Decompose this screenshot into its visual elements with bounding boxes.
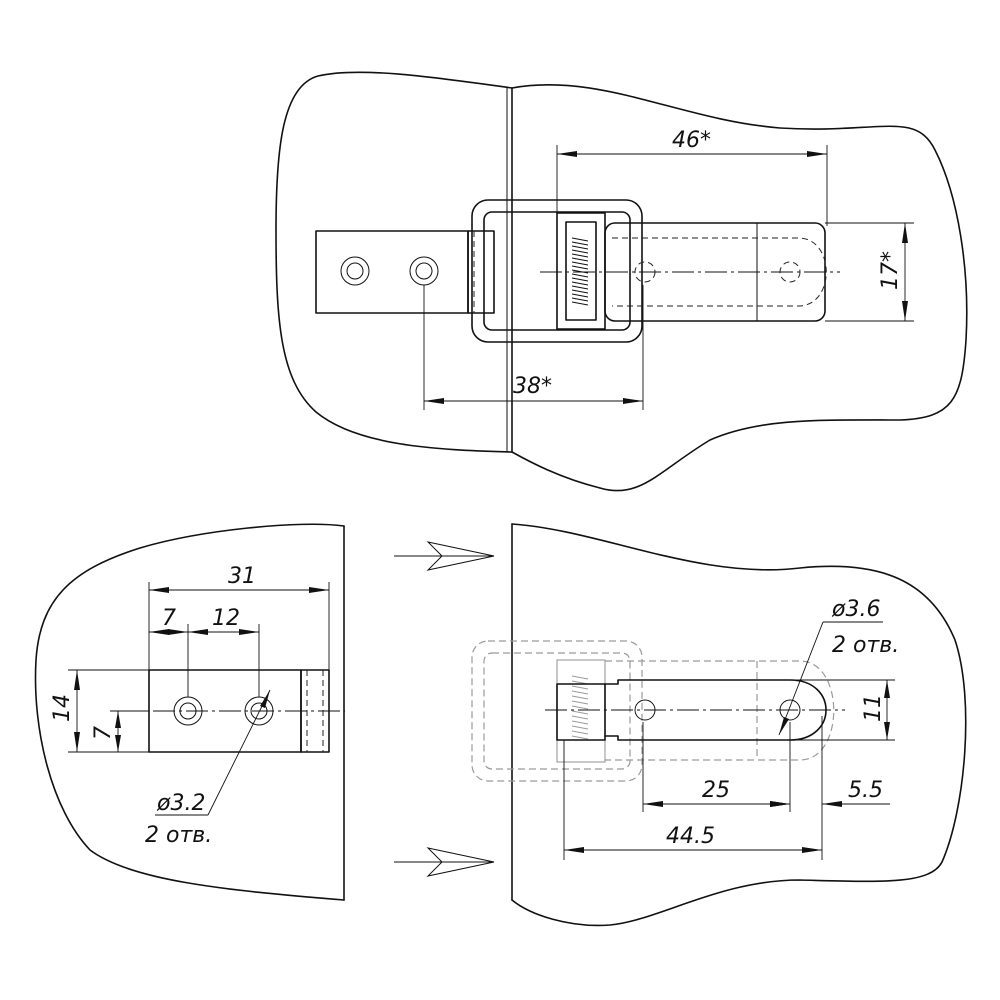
ghost-wire-bail	[471, 640, 643, 782]
latch-panel-break-outline	[511, 523, 967, 927]
direction-arrow-upper	[394, 541, 495, 571]
assembled-view: 46* 17* 38*	[275, 71, 968, 492]
latch-body-outline	[556, 683, 606, 741]
dimension-7-vertical-label: 7	[91, 726, 116, 740]
latch-base	[556, 212, 606, 330]
left-panel-break-outline	[275, 71, 513, 453]
spring-coil	[571, 237, 589, 306]
latch-hole-count: 2 отв.	[832, 633, 899, 658]
strike-panel-break-outline	[34, 523, 345, 901]
hole-leader-2	[778, 621, 824, 736]
dimension-7-label: 7	[162, 606, 176, 631]
right-panel-break-outline	[511, 84, 968, 492]
strike-hook	[467, 230, 495, 314]
strike-hole-1	[340, 256, 370, 286]
dimension-38-label: 38*	[513, 374, 552, 399]
strike-hole-count: 2 отв.	[145, 823, 212, 848]
dimension-12-label: 12	[212, 606, 240, 631]
ghost-lever	[605, 660, 835, 761]
dimension-44-5-label: 44.5	[666, 824, 715, 849]
dimension-14-label: 14	[50, 694, 75, 722]
hole-leader-1	[207, 689, 271, 816]
strike-plate-view: 31 7 12 14 7 ø3.2 2 отв.	[34, 523, 345, 901]
dimension-25-label: 25	[702, 778, 730, 803]
dimension-17-label: 17*	[878, 251, 903, 290]
hidden-body-outline	[612, 237, 827, 307]
direction-arrow-lower	[394, 847, 495, 877]
direction-arrows	[394, 541, 495, 877]
dimension-11-label: 11	[861, 694, 886, 722]
strike-hole-diameter: ø3.2	[156, 791, 205, 816]
dimension-5-5-label: 5.5	[848, 778, 883, 803]
ghost-spring	[571, 675, 589, 740]
strike-plate	[315, 230, 469, 314]
dimension-46-label: 46*	[672, 128, 711, 153]
strike-hole-2	[409, 256, 439, 286]
latch-body-view: 11 25 5.5 44.5 ø3.6 2 отв.	[471, 523, 967, 927]
latch-hole-diameter: ø3.6	[831, 597, 880, 622]
dimension-31-label: 31	[228, 564, 256, 589]
